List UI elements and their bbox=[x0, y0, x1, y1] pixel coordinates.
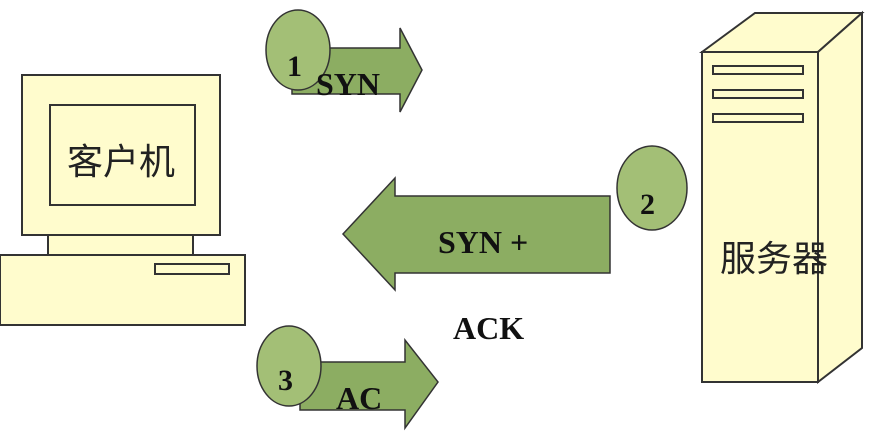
server-front bbox=[701, 51, 819, 383]
syn-ack-arrow bbox=[341, 176, 611, 292]
client-drive-slot bbox=[154, 263, 230, 275]
step-3-circle bbox=[256, 325, 322, 407]
step-1-number: 1 bbox=[287, 50, 302, 83]
server-label: 服务器 bbox=[720, 239, 829, 280]
client-monitor-stand bbox=[47, 234, 194, 256]
syn-ack-label: SYN + bbox=[438, 224, 529, 260]
client-label: 客户机 bbox=[67, 142, 176, 183]
ack-arrow bbox=[299, 337, 439, 431]
step-2-number: 2 bbox=[640, 188, 655, 221]
server-drive-bay-1 bbox=[712, 65, 804, 75]
server-side bbox=[817, 10, 863, 385]
syn-label: SYN bbox=[316, 66, 381, 102]
client-computer bbox=[0, 74, 246, 326]
ack-partial-label: AC bbox=[336, 380, 383, 416]
server-tower bbox=[698, 10, 865, 385]
ack-label: ACK bbox=[453, 310, 525, 346]
step-3-number: 3 bbox=[278, 364, 293, 397]
server-drive-bay-3 bbox=[712, 113, 804, 123]
client-screen bbox=[49, 104, 196, 206]
server-drive-bay-2 bbox=[712, 89, 804, 99]
step-1-circle bbox=[265, 9, 331, 91]
step-2-circle bbox=[616, 145, 688, 231]
